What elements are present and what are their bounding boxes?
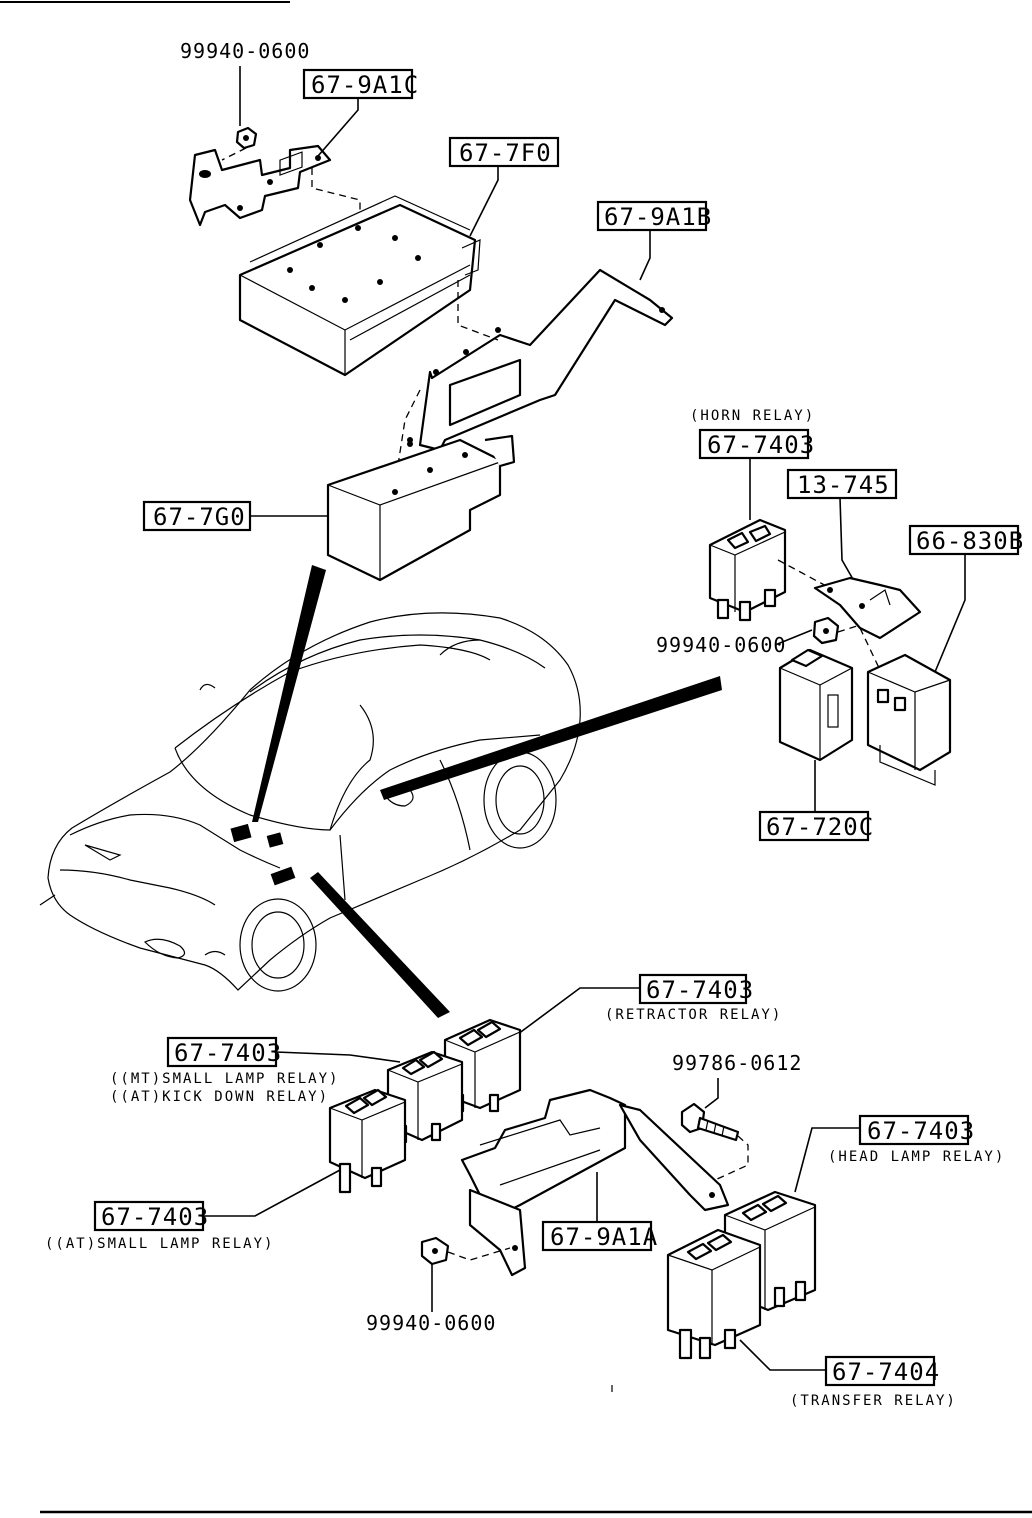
head-lamp-relay-label: 67-7403: [867, 1117, 975, 1145]
junction-box-7g0-part: [326, 434, 516, 582]
bolt-part: [680, 1102, 740, 1142]
unit-720c-part: [778, 648, 854, 762]
unit-830b-part: [866, 653, 952, 786]
at-small-lamp-relay-box: [93, 1200, 205, 1232]
bracket-9a1a-box: [541, 1220, 653, 1252]
unit-720c-label: 67-720C: [766, 813, 874, 841]
bracket-9a1c-box: [302, 68, 414, 100]
pointer-to-relay-bracket: [310, 872, 450, 1018]
bracket-9a1b-label: 67-9A1B: [604, 203, 712, 231]
junction-box-7f0-part: [238, 151, 481, 377]
head-lamp-caption: (HEAD LAMP RELAY): [828, 1149, 1005, 1165]
bracket-9a1c-part: [188, 144, 332, 227]
pointer-to-horn-group: [380, 676, 722, 800]
small-kick-caption-1: ((MT)SMALL LAMP RELAY): [110, 1071, 339, 1087]
horn-relay-box: [698, 428, 810, 460]
at-small-lamp-relay-label: 67-7403: [101, 1203, 209, 1231]
retractor-relay-box: [638, 973, 748, 1005]
unit-830b-box: [908, 524, 1020, 556]
nut-bottom-label: 99940-0600: [366, 1311, 496, 1335]
retractor-relay-label: 67-7403: [646, 976, 754, 1004]
small-kick-caption-2: ((AT)KICK DOWN RELAY): [110, 1089, 329, 1105]
nut-right-label: 99940-0600: [656, 633, 786, 657]
transfer-relay-label: 67-7404: [832, 1358, 940, 1386]
bolt-label: 99786-0612: [672, 1051, 802, 1075]
unit-720c-box: [758, 810, 870, 842]
box-7g0-label: 67-7G0: [153, 503, 246, 531]
nut-top-label: 99940-0600: [180, 39, 310, 63]
horn-relay-label: 67-7403: [707, 431, 815, 459]
transfer-relay-caption: (TRANSFER RELAY): [790, 1393, 957, 1409]
horn-relay-part: [708, 518, 787, 622]
bracket-13745-box: [786, 468, 898, 500]
at-small-lamp-caption: ((AT)SMALL LAMP RELAY): [45, 1236, 274, 1252]
nut-right-part: [812, 616, 840, 645]
bracket-13745-part: [813, 576, 922, 640]
bracket-9a1b-part: [407, 268, 674, 452]
retractor-relay-part: [443, 1018, 522, 1113]
box-7f0-label: 67-7F0: [459, 139, 552, 167]
unit-830b-label: 66-830B: [916, 527, 1024, 555]
car-illustration: [39, 612, 581, 992]
bracket-9a1c-label: 67-9A1C: [311, 71, 419, 99]
pointer-to-fuse-boxes: [252, 565, 326, 822]
nut-bottom-part: [420, 1236, 450, 1266]
at-small-lamp-relay-part: [328, 1088, 407, 1194]
small-kick-relay-label: 67-7403: [174, 1039, 282, 1067]
bracket-9a1a-part: [460, 1088, 730, 1277]
nut-top-part: [235, 126, 258, 150]
retractor-relay-caption: (RETRACTOR RELAY): [605, 1007, 782, 1023]
bracket-9a1a-label: 67-9A1A: [550, 1223, 658, 1251]
box-7f0-box: [448, 136, 560, 168]
bracket-9a1b-box: [596, 200, 708, 232]
horn-relay-caption: (HORN RELAY): [690, 408, 815, 424]
transfer-relay-box: [824, 1355, 936, 1387]
transfer-relay-part: [666, 1228, 762, 1360]
bracket-13745-label: 13-745: [797, 471, 890, 499]
head-lamp-relay-box: [858, 1114, 970, 1146]
